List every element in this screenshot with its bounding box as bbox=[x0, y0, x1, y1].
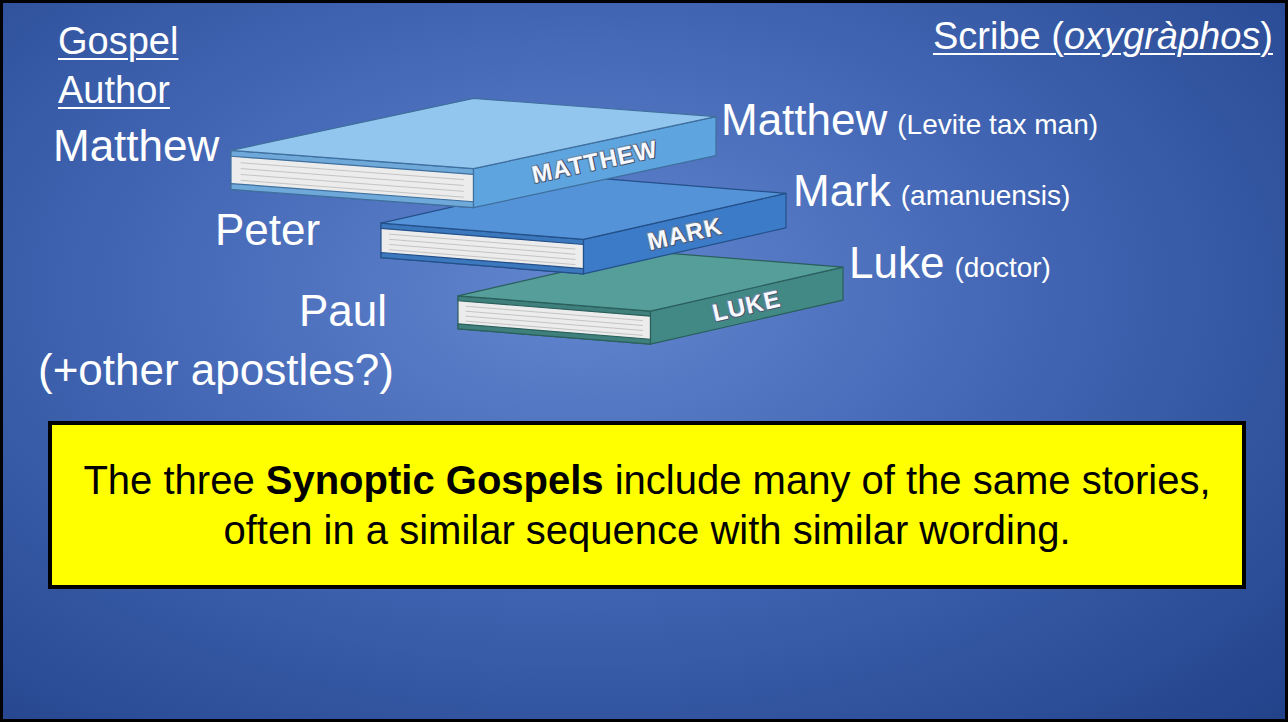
scribe-role: (doctor) bbox=[954, 252, 1050, 284]
book-cover bbox=[458, 252, 843, 311]
scribe-name: Mark bbox=[793, 166, 891, 217]
page-line bbox=[466, 321, 643, 335]
scribe-name: Matthew bbox=[721, 95, 887, 146]
author-name: Matthew bbox=[53, 121, 219, 172]
scribe-name: Luke bbox=[849, 238, 944, 289]
author-name: Peter bbox=[215, 205, 320, 256]
text-run: oxygràphos bbox=[1064, 15, 1260, 57]
text-run: Scribe ( bbox=[933, 15, 1064, 57]
page-line bbox=[389, 250, 575, 265]
page-line bbox=[241, 180, 464, 197]
book-cover bbox=[381, 177, 786, 239]
book-matthew: MATTHEW bbox=[231, 88, 716, 218]
author-name: Paul bbox=[299, 286, 387, 337]
column-heading: Scribe (oxygràphos) bbox=[933, 15, 1273, 59]
author-note: (+other apostles?) bbox=[38, 345, 394, 396]
caption-box: The three Synoptic Gospels include many … bbox=[48, 421, 1246, 589]
text-run: Synoptic Gospels bbox=[266, 458, 604, 502]
scribe-role: (amanuensis) bbox=[901, 180, 1071, 212]
scribe-role: (Levite tax man) bbox=[897, 109, 1098, 141]
caption-text: The three Synoptic Gospels include many … bbox=[76, 455, 1218, 555]
column-heading: Gospel Author bbox=[58, 17, 208, 116]
text-run: The three bbox=[83, 458, 265, 502]
text-run: ) bbox=[1260, 15, 1273, 57]
